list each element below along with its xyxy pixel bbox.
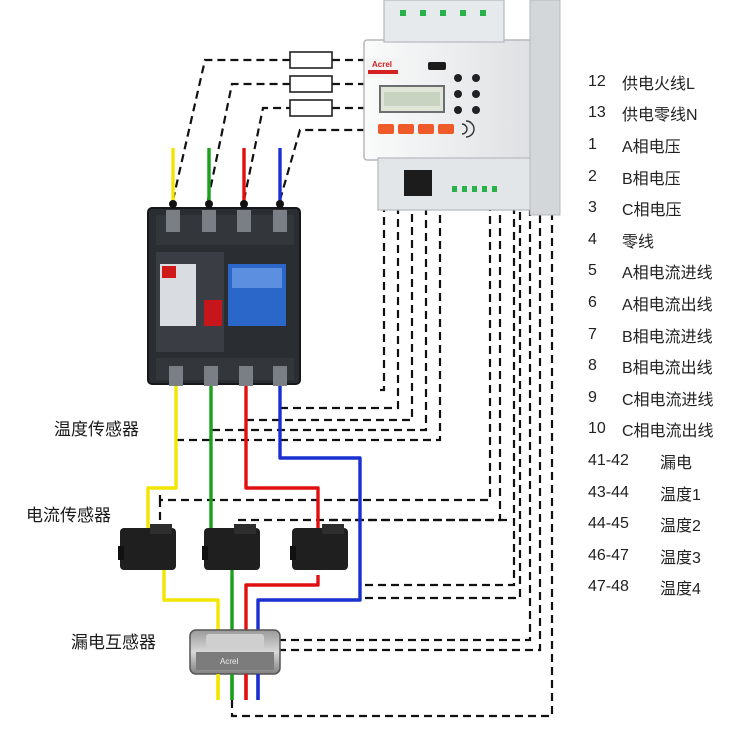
wire-voltage-b — [206, 82, 290, 201]
terminal-item: 12 供电火线L — [588, 66, 748, 98]
terminal-item: 10 C相电流出线 — [588, 414, 748, 446]
terminal-name: A相电流出线 — [622, 296, 713, 314]
terminal-name: 温度4 — [660, 581, 701, 599]
terminal-item: 5 A相电流进线 — [588, 256, 748, 288]
terminal-number: 3 — [588, 199, 597, 217]
terminal-number: 41-42 — [588, 451, 629, 469]
terminal-name: A相电压 — [622, 138, 681, 156]
device-port — [404, 170, 432, 196]
wire-out-a — [146, 380, 178, 528]
terminal-number: 10 — [588, 420, 606, 438]
monitoring-device: Acrel — [363, 0, 561, 216]
wire-out-c — [244, 380, 320, 528]
terminal-name: B相电流进线 — [622, 328, 713, 346]
terminal-item: 13 供电零线N — [588, 98, 748, 130]
terminal-item: 3 C相电压 — [588, 192, 748, 224]
terminal-name: C相电流进线 — [622, 391, 714, 409]
terminal-number: 4 — [588, 230, 597, 248]
device-brand: Acrel — [372, 60, 392, 69]
wire-ct-a — [158, 210, 492, 502]
terminal-number: 6 — [588, 293, 597, 311]
terminal-name: 温度2 — [660, 518, 701, 536]
molded-case-breaker — [147, 200, 301, 386]
terminal-item: 43-44 温度1 — [588, 477, 748, 509]
terminal-item: 6 A相电流出线 — [588, 287, 748, 319]
wire-temp-2 — [212, 205, 428, 432]
wire-voltage-c — [242, 106, 290, 201]
terminal-item: 41-42 漏电 — [588, 445, 748, 477]
wire-voltage-a — [171, 58, 290, 201]
leakage-transformer-label: 漏电互感器 — [71, 633, 156, 652]
terminal-name: C相电压 — [622, 202, 682, 220]
terminal-number: 9 — [588, 388, 597, 406]
terminal-number: 46-47 — [588, 546, 629, 564]
current-sensor-b — [202, 524, 260, 570]
terminal-item: 44-45 温度2 — [588, 508, 748, 540]
terminal-name: C相电流出线 — [622, 423, 714, 441]
wire-leak-2 — [278, 205, 532, 642]
breaker-toggle — [204, 300, 222, 326]
wire-temp-4 — [280, 205, 400, 410]
wire-temp-5 — [380, 205, 386, 392]
terminal-name: A相电流进线 — [622, 265, 713, 283]
terminal-name: 供电零线N — [622, 107, 698, 125]
terminal-number: 8 — [588, 357, 597, 375]
terminal-number: 12 — [588, 72, 606, 90]
terminal-name: 温度3 — [660, 549, 701, 567]
leakage-ct-brand: Acrel — [220, 657, 238, 666]
terminal-name: 温度1 — [660, 486, 701, 504]
fuse-b — [289, 75, 333, 93]
current-sensors — [118, 524, 348, 570]
current-sensor-label: 电流传感器 — [26, 506, 111, 525]
nfc-icon — [461, 120, 475, 138]
terminal-number: 1 — [588, 135, 597, 153]
wire-voltage-n — [278, 128, 372, 201]
fuse-c — [289, 99, 333, 117]
leakage-transformer: Acrel — [189, 629, 281, 675]
terminal-item: 47-48 温度4 — [588, 572, 748, 604]
terminal-item: 7 B相电流进线 — [588, 319, 748, 351]
terminal-name: 供电火线L — [622, 75, 695, 93]
terminal-item: 46-47 温度3 — [588, 540, 748, 572]
terminal-name: 零线 — [622, 233, 655, 251]
current-sensor-c — [290, 524, 348, 570]
terminal-item: 9 C相电流进线 — [588, 382, 748, 414]
device-button-row — [378, 124, 454, 134]
wire-ct-out — [365, 210, 522, 600]
terminal-item: 2 B相电压 — [588, 161, 748, 193]
terminal-number: 2 — [588, 167, 597, 185]
terminal-number: 13 — [588, 104, 606, 122]
fuse-a — [289, 51, 333, 69]
wire-ct-out2 — [365, 210, 516, 587]
terminal-name: B相电流出线 — [622, 360, 713, 378]
current-sensor-a — [118, 524, 176, 570]
terminal-item: 4 零线 — [588, 224, 748, 256]
wire-temp-1 — [176, 205, 442, 442]
wire-leak-1 — [278, 205, 542, 652]
terminal-number: 7 — [588, 325, 597, 343]
terminal-number: 47-48 — [588, 578, 629, 596]
terminal-number: 44-45 — [588, 515, 629, 533]
wire-leak-3 — [230, 205, 554, 718]
wire-out-n — [256, 380, 362, 700]
terminal-name: B相电压 — [622, 170, 681, 188]
wire-temp-3 — [246, 205, 414, 422]
temperature-sensor-label: 温度传感器 — [54, 420, 139, 439]
terminal-item: 8 B相电流出线 — [588, 350, 748, 382]
fuses — [289, 51, 333, 117]
terminal-number: 5 — [588, 262, 597, 280]
terminal-item: 1 A相电压 — [588, 129, 748, 161]
terminal-number: 43-44 — [588, 483, 629, 501]
terminal-name: 漏电 — [660, 454, 693, 472]
